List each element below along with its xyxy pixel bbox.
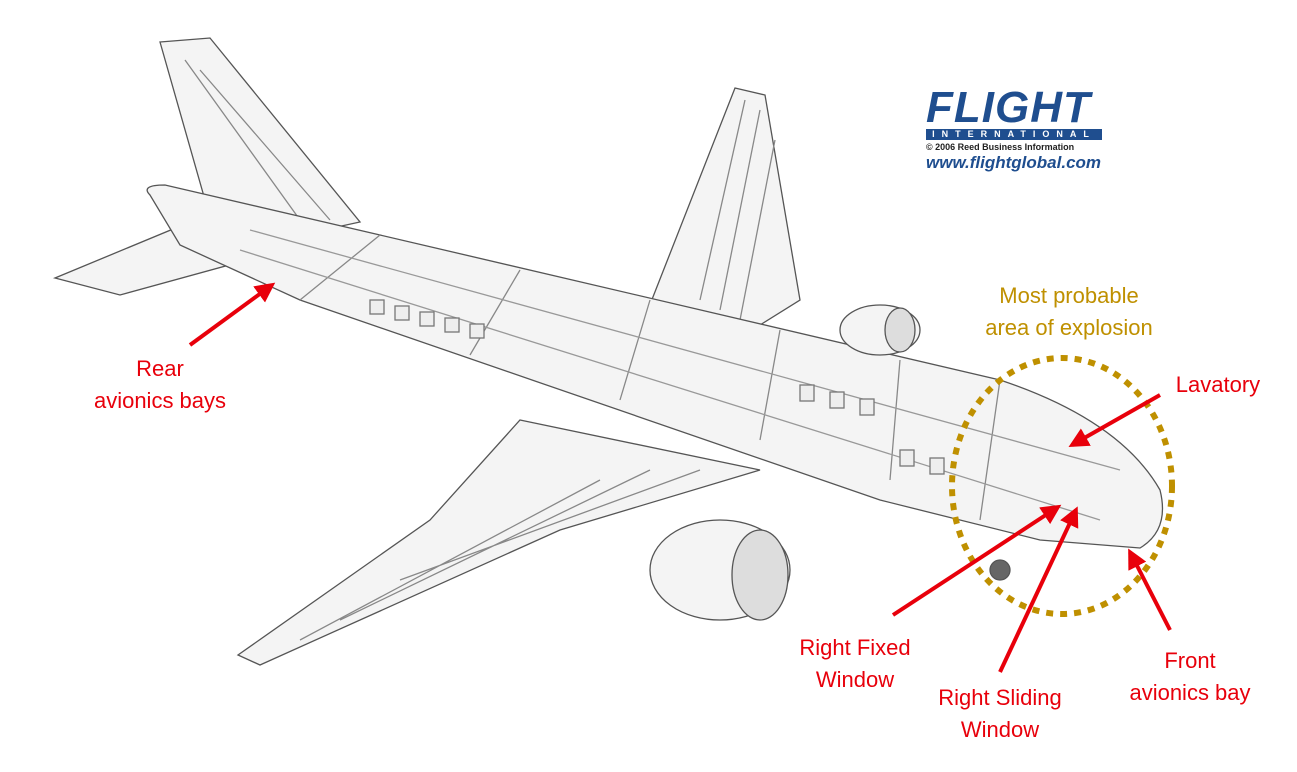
logo-url: www.flightglobal.com [926,153,1102,172]
label-line: avionics bays [93,388,227,413]
label-line: Rear [136,356,184,381]
label-line: avionics bay [1129,680,1251,705]
label-line: Right Fixed [799,635,911,660]
label-line: Window [815,667,895,692]
label-line: Most probable [999,283,1139,308]
flight-international-logo: FLIGHT INTERNATIONAL © 2006 Reed Busines… [926,83,1102,173]
label-line: Front [1164,648,1216,673]
explosion-area-label: Most probable area of explosion [985,280,1153,344]
right-sliding-window-arrow [998,506,1079,673]
explosion-area-ellipse [949,355,1175,617]
lavatory-label: Lavatory [1175,372,1261,397]
front-avionics-label: Front avionics bay [1129,645,1250,709]
front-avionics-arrow [1128,548,1172,631]
logo-title: FLIGHT [926,83,1091,132]
logo-copyright: © 2006 Reed Business Information [926,142,1075,152]
logo-subtitle: INTERNATIONAL [926,129,1102,140]
nose-gear [989,559,1011,581]
rear-avionics-label: Rear avionics bays [94,353,226,417]
label-line: Right Sliding [938,685,1062,710]
right-fixed-window-arrow [891,504,1062,617]
right-fixed-window-label: Right Fixed Window [799,632,910,696]
right-sliding-window-label: Right Sliding Window [938,682,1062,746]
lavatory-arrow [1068,393,1161,447]
label-line: area of explosion [985,315,1153,340]
rear-avionics-arrow [188,282,276,347]
aircraft [52,37,1164,666]
label-line: Window [960,717,1040,742]
